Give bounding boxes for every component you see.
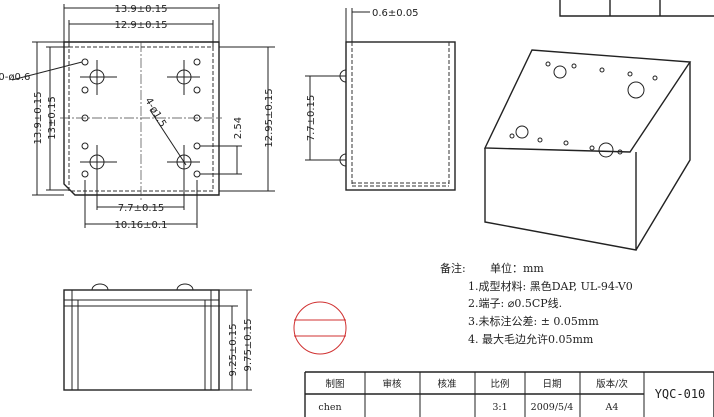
header-version: 版本/次 [596, 378, 628, 390]
dim-width-outer: 13.9±0.15 [115, 4, 168, 15]
drawing-number: YQC-010 [655, 387, 706, 401]
notes: 备注: 单位：mm 1.成型材料: 黑色DAP, UL-94-V0 2.端子: … [440, 261, 633, 346]
notes-unit: 单位：mm [490, 261, 544, 275]
dim-right: 12.95±0.15 [264, 88, 275, 147]
dim-bottom-inner: 7.7±0.15 [118, 203, 165, 214]
notes-header: 备注: [440, 261, 466, 275]
header-reviewed: 审核 [382, 378, 402, 390]
value-drawn-by: chen [318, 402, 341, 413]
value-version: A4 [605, 402, 619, 413]
isometric-view [483, 49, 692, 251]
pin-label: 10-ø0.6 [0, 72, 30, 83]
dim-side-left: 7.7±0.15 [306, 95, 317, 142]
note-item: 4. 最大毛边允许0.05mm [468, 332, 594, 346]
dim-side-top: 0.6±0.05 [372, 8, 419, 19]
header-date: 日期 [542, 379, 561, 390]
dim-height-inner: 13±0.15 [47, 96, 58, 139]
hole-label: 4-ø1.5 [142, 96, 168, 129]
value-date: 2009/5/4 [531, 402, 574, 413]
dim-bottom-view-outer: 9.75±0.15 [243, 319, 254, 372]
dim-height-outer: 13.9±0.15 [33, 92, 44, 145]
header-drawn-by: 制图 [325, 378, 344, 390]
value-scale: 3:1 [492, 402, 507, 413]
side-view: 0.6±0.05 7.7±0.15 [305, 8, 456, 191]
note-item: 2.端子: ⌀0.5CP线. [468, 296, 562, 310]
top-view: 13.9±0.15 12.9±0.15 13.9±0.15 13±0.15 12… [0, 4, 275, 231]
dim-bottom-outer: 10.16±0.1 [115, 220, 168, 231]
note-item: 1.成型材料: 黑色DAP, UL-94-V0 [468, 279, 633, 293]
large-holes [80, 60, 200, 180]
bottom-view: 9.25±0.15 9.75±0.15 [63, 283, 254, 391]
projection-symbol [293, 301, 347, 355]
pin-holes [81, 58, 201, 178]
header-approved: 核准 [437, 378, 457, 390]
note-item: 3.未标注公差: ± 0.05mm [468, 314, 599, 328]
title-block: 制图 审核 核准 比例 日期 版本/次 chen 3:1 2009/5/4 A4… [304, 371, 714, 417]
dim-width-inner: 12.9±0.15 [115, 20, 168, 31]
dim-bottom-view-inner: 9.25±0.15 [228, 324, 239, 377]
top-view-outline [63, 41, 220, 196]
header-scale: 比例 [490, 378, 509, 390]
dim-pitch: 2.54 [233, 117, 244, 139]
